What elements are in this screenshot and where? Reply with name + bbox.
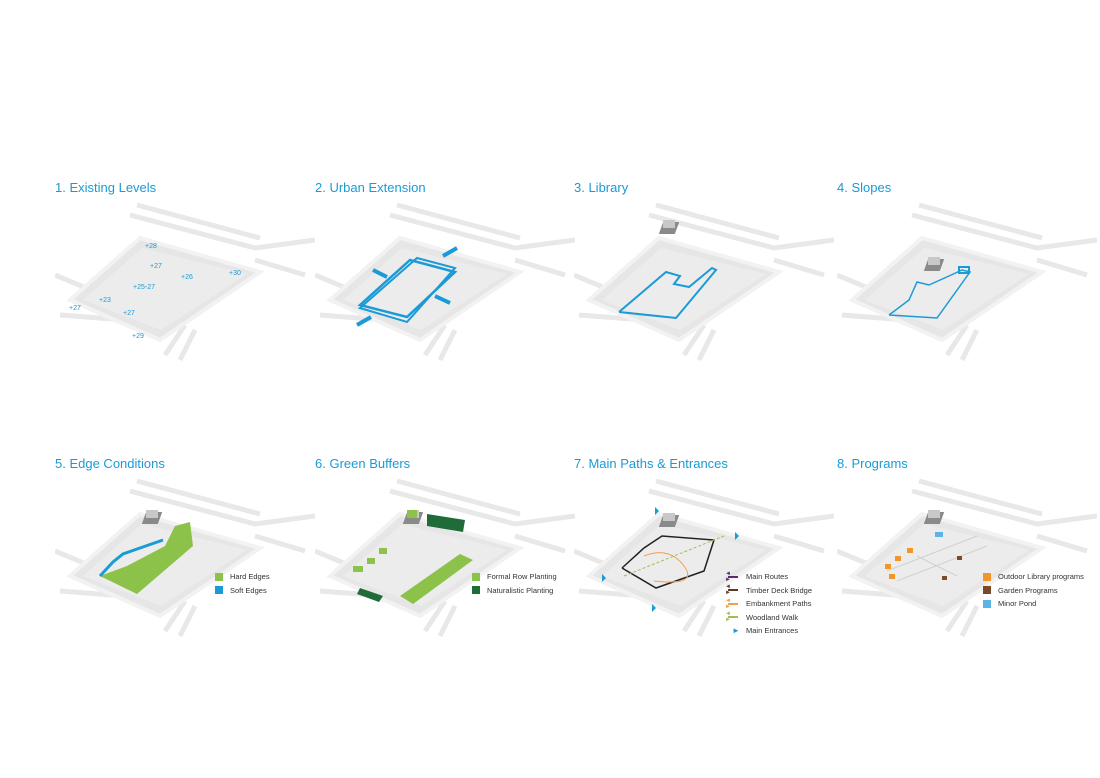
panel-edge-conditions: 5. Edge Conditions Hard Edges Soft Edges	[55, 456, 315, 716]
edge-conditions-diagram	[55, 476, 315, 656]
legend-item: ► Main Entrances	[726, 624, 812, 638]
legend-item: Hard Edges	[215, 570, 270, 584]
panel-title: 7. Main Paths & Entrances	[574, 456, 728, 471]
legend-item: Embankment Paths	[725, 597, 812, 611]
legend-label: Minor Pond	[998, 599, 1037, 609]
legend-label: Naturalistic Planting	[487, 585, 554, 595]
main-entrance-marker-icon: ►	[732, 626, 740, 636]
legend-label: Formal Row Planting	[487, 572, 557, 582]
legend: Formal Row Planting Naturalistic Plantin…	[472, 570, 557, 597]
legend-item: Naturalistic Planting	[472, 584, 557, 598]
panel-programs: 8. Programs Outdoor Library programs Gar…	[837, 456, 1097, 716]
level-label: +30	[229, 270, 241, 277]
level-label: +27	[69, 305, 81, 312]
level-label: +27	[150, 263, 162, 270]
legend-item: Outdoor Library programs	[983, 570, 1084, 584]
programs-diagram	[837, 476, 1097, 656]
arrow-icons	[356, 246, 458, 327]
legend-label: Main Entrances	[746, 626, 799, 636]
level-label: +23	[99, 297, 111, 304]
timber-deck-bridge-arrow-icon	[725, 584, 740, 596]
legend-item: Minor Pond	[983, 597, 1084, 611]
panel-urban-extension: 2. Urban Extension	[315, 180, 575, 440]
legend-label: Main Routes	[746, 572, 789, 582]
urban-extension-diagram	[315, 200, 575, 380]
legend-label: Timber Deck Bridge	[746, 585, 812, 595]
formal-row-planting-swatch	[472, 572, 480, 581]
level-label: +26	[181, 274, 193, 281]
outdoor-library-swatch	[983, 572, 991, 581]
legend-item: Timber Deck Bridge	[725, 584, 812, 598]
legend-item: Main Routes	[725, 570, 812, 584]
legend-item: Garden Programs	[983, 584, 1084, 598]
legend-item: Woodland Walk	[725, 611, 812, 625]
panel-title: 4. Slopes	[837, 180, 892, 195]
panel-green-buffers: 6. Green Buffers Formal Row Planting Nat…	[315, 456, 575, 716]
legend-label: Garden Programs	[998, 585, 1058, 595]
panel-title: 3. Library	[574, 180, 629, 195]
level-label: +28	[145, 243, 157, 250]
slopes-diagram	[837, 200, 1097, 380]
legend-item: Formal Row Planting	[472, 570, 557, 584]
panel-slopes: 4. Slopes	[837, 180, 1097, 440]
panel-existing-levels: 1. Existing Levels +28 +27 +26 +30 +25-2…	[55, 180, 315, 440]
naturalistic-planting-swatch	[472, 586, 480, 595]
woodland-walk-arrow-icon	[725, 611, 740, 623]
legend-label: Woodland Walk	[746, 612, 799, 622]
level-label: +29	[132, 333, 144, 340]
legend: Main Routes Timber Deck Bridge Embankmen…	[725, 570, 812, 638]
panel-title: 5. Edge Conditions	[55, 456, 165, 471]
legend: Outdoor Library programs Garden Programs…	[983, 570, 1084, 611]
legend-label: Outdoor Library programs	[998, 572, 1084, 582]
minor-pond-swatch	[983, 599, 991, 608]
library-building-icon	[658, 220, 680, 234]
existing-levels-diagram: +28 +27 +26 +30 +25-27 +23 +27 +27 +29	[55, 200, 315, 380]
panel-library: 3. Library	[574, 180, 834, 440]
panel-title: 1. Existing Levels	[55, 180, 157, 195]
paths-diagram	[574, 476, 834, 656]
level-label: +25-27	[133, 284, 155, 291]
hard-edges-area	[100, 522, 193, 594]
hard-edges-swatch	[215, 572, 223, 581]
legend: Hard Edges Soft Edges	[215, 570, 270, 597]
green-buffers-diagram	[315, 476, 575, 656]
main-routes-arrow-icon	[725, 571, 740, 583]
level-label: +27	[123, 310, 135, 317]
panel-title: 2. Urban Extension	[315, 180, 426, 195]
garden-programs-swatch	[983, 586, 991, 595]
entrance-markers	[602, 507, 739, 612]
legend-label: Hard Edges	[230, 572, 270, 582]
legend-label: Embankment Paths	[746, 599, 812, 609]
extension-outline	[357, 256, 457, 324]
soft-edges-swatch	[215, 586, 223, 595]
panel-title: 8. Programs	[837, 456, 908, 471]
embankment-paths-arrow-icon	[725, 598, 740, 610]
panel-title: 6. Green Buffers	[315, 456, 411, 471]
library-diagram	[574, 200, 834, 380]
panel-main-paths-entrances: 7. Main Paths & Entrances Main Routes Ti…	[574, 456, 834, 716]
legend-label: Soft Edges	[230, 585, 267, 595]
legend-item: Soft Edges	[215, 584, 270, 598]
library-outline	[618, 266, 718, 320]
